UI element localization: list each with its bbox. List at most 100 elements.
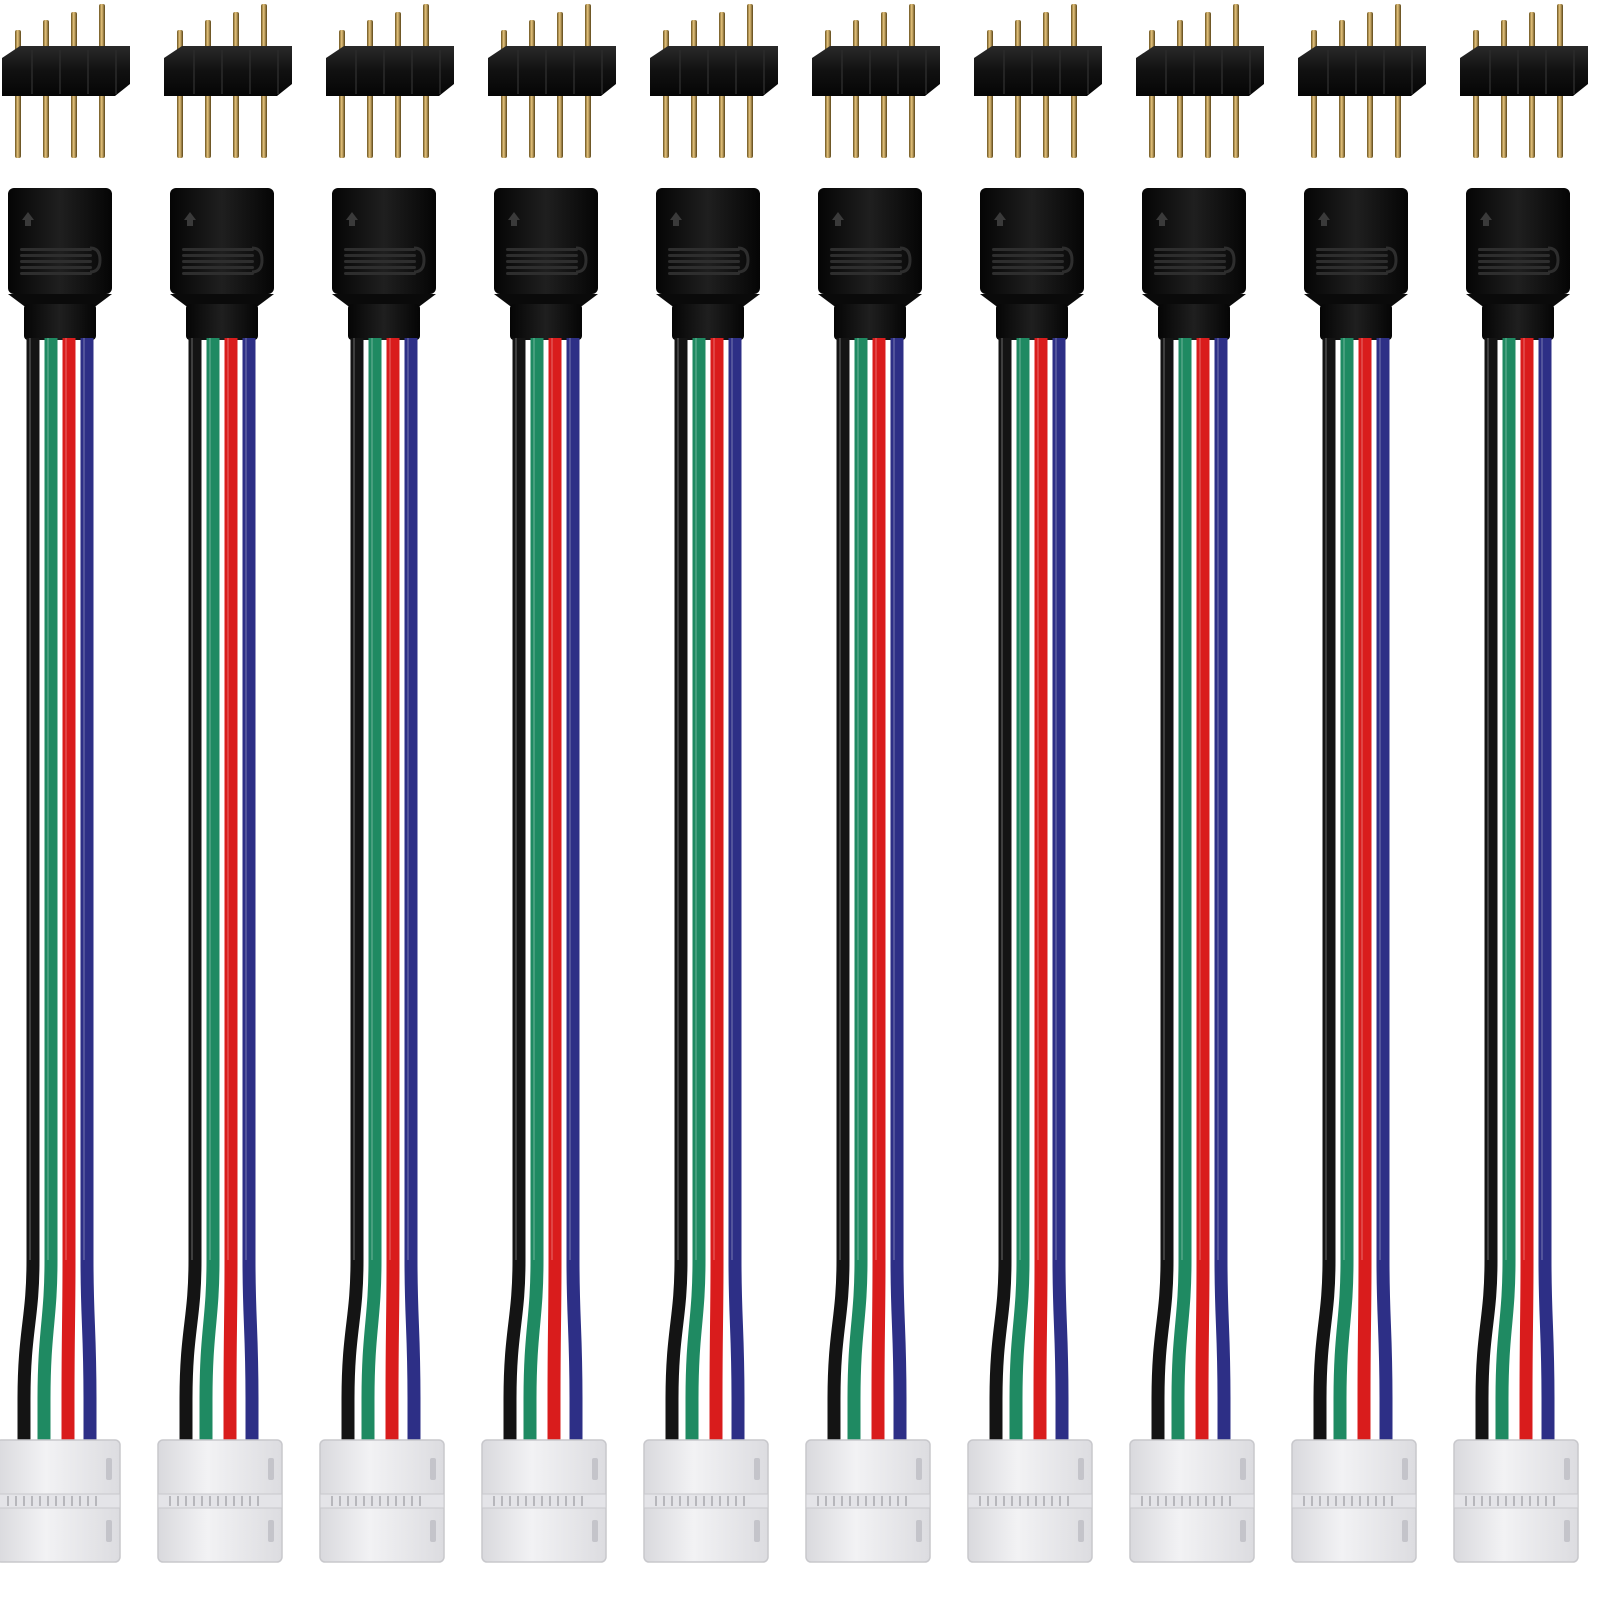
wire-black <box>503 338 526 1445</box>
wire-black <box>665 338 688 1445</box>
wire-bundle <box>827 338 907 1445</box>
clip-hinge <box>967 1493 1093 1509</box>
wire-black <box>179 338 202 1445</box>
female-plug-taper <box>1142 294 1246 306</box>
arrow-up-icon <box>1318 212 1330 226</box>
wire-blue <box>566 338 583 1445</box>
wire-bundle <box>1151 338 1231 1445</box>
grip-ridge <box>1154 248 1226 251</box>
pin-header <box>164 4 292 158</box>
pin-header-body <box>1136 46 1264 96</box>
pin-header <box>326 4 454 158</box>
latch-slot <box>106 1520 112 1542</box>
grip-ridge <box>506 272 578 275</box>
grip-ridge <box>506 254 578 257</box>
latch-slot <box>754 1520 760 1542</box>
female-plug-housing <box>170 188 274 294</box>
female-plug-housing <box>980 188 1084 294</box>
pin-header <box>488 4 616 158</box>
wire-blue <box>1214 338 1231 1445</box>
wire-green <box>1009 338 1030 1445</box>
grip-curve <box>737 246 750 274</box>
grip-curve <box>251 246 264 274</box>
female-plug-collar <box>348 304 420 340</box>
wire-bundle <box>1475 338 1555 1445</box>
wire-red <box>1033 338 1048 1445</box>
wire-red <box>709 338 724 1445</box>
latch-slot <box>268 1458 274 1480</box>
female-plug <box>818 188 922 340</box>
grip-curve <box>1223 246 1236 274</box>
wire-bundle <box>989 338 1069 1445</box>
wire-green <box>199 338 220 1445</box>
grip-ridge <box>1478 260 1550 263</box>
arrow-up-icon <box>1480 212 1492 226</box>
female-plug <box>494 188 598 340</box>
female-plug <box>8 188 112 340</box>
wire-blue <box>80 338 97 1445</box>
grip-ridge <box>1478 272 1550 275</box>
grip-ridge <box>992 266 1064 269</box>
grip-ridge <box>1316 260 1388 263</box>
female-plug-collar <box>510 304 582 340</box>
clip-hinge <box>319 1493 445 1509</box>
pin-header <box>1136 4 1264 158</box>
latch-slot <box>430 1458 436 1480</box>
wire-black <box>341 338 364 1445</box>
arrow-up-icon <box>994 212 1006 226</box>
grip-ridge <box>1316 254 1388 257</box>
female-plug-taper <box>1466 294 1570 306</box>
grip-curve <box>89 246 102 274</box>
latch-slot <box>754 1458 760 1480</box>
female-plug <box>980 188 1084 340</box>
clip-connector <box>967 1439 1093 1563</box>
female-plug-collar <box>1320 304 1392 340</box>
wire-black <box>827 338 850 1445</box>
arrow-up-icon <box>22 212 34 226</box>
grip-ridge <box>668 248 740 251</box>
pin-header-body <box>650 46 778 96</box>
grip-ridge <box>668 260 740 263</box>
wire-black <box>989 338 1012 1445</box>
grip-ridge <box>182 260 254 263</box>
clip-connector <box>805 1439 931 1563</box>
latch-slot <box>1402 1458 1408 1480</box>
latch-slot <box>916 1520 922 1542</box>
wire-blue <box>890 338 907 1445</box>
grip-ridge <box>992 248 1064 251</box>
wire-blue <box>1538 338 1555 1445</box>
pin-header-body <box>1298 46 1426 96</box>
pin-header-body <box>1460 46 1588 96</box>
wire-blue <box>1052 338 1069 1445</box>
cable-set-6 <box>805 4 940 1563</box>
female-plug <box>1142 188 1246 340</box>
female-plug <box>332 188 436 340</box>
grip-ridge <box>344 260 416 263</box>
clip-hinge <box>1291 1493 1417 1509</box>
pin-header-body <box>2 46 130 96</box>
female-plug-housing <box>1304 188 1408 294</box>
wire-bundle <box>503 338 583 1445</box>
wire-black <box>1475 338 1498 1445</box>
pin-header <box>1460 4 1588 158</box>
clip-connector <box>157 1439 283 1563</box>
wire-red <box>61 338 76 1445</box>
female-plug <box>1304 188 1408 340</box>
grip-ridge <box>1154 272 1226 275</box>
wire-bundle <box>1313 338 1393 1445</box>
grip-ridge <box>830 266 902 269</box>
cable-set-10 <box>1453 4 1588 1563</box>
cable-set-9 <box>1291 4 1426 1563</box>
grip-ridge <box>182 272 254 275</box>
female-plug-taper <box>818 294 922 306</box>
wire-blue <box>404 338 421 1445</box>
clip-connector <box>0 1439 121 1563</box>
wire-green <box>1171 338 1192 1445</box>
grip-curve <box>1385 246 1398 274</box>
wire-blue <box>728 338 745 1445</box>
grip-ridge <box>668 266 740 269</box>
female-plug-collar <box>996 304 1068 340</box>
female-plug-taper <box>494 294 598 306</box>
